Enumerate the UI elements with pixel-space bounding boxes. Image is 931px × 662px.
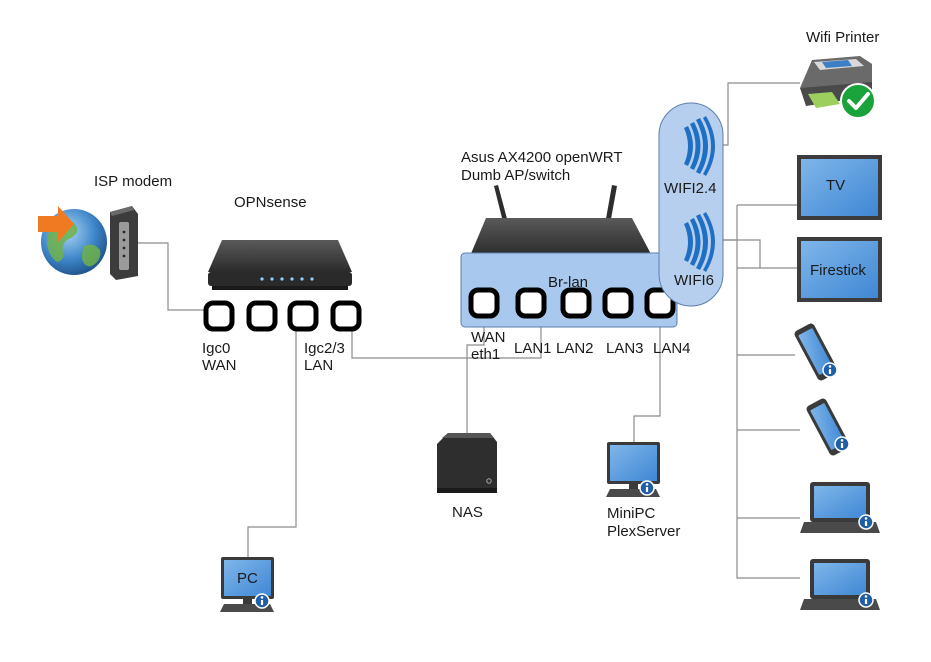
- tv-icon: [797, 237, 882, 302]
- pc-label: PC: [237, 570, 258, 587]
- asus-lan1-label: LAN1: [514, 340, 552, 357]
- asus-title-line2: Dumb AP/switch: [461, 167, 570, 184]
- firestick-label: Firestick: [810, 262, 866, 279]
- modem-icon: [110, 206, 138, 280]
- laptop-2[interactable]: [800, 559, 880, 610]
- asus-wan-label: WAN: [471, 329, 505, 346]
- asus-port-lan3[interactable]: [602, 287, 634, 319]
- printer-label: Wifi Printer: [806, 29, 879, 46]
- info-icon: [858, 514, 874, 530]
- opnsense-label: OPNsense: [234, 194, 307, 211]
- wire-wifi6-client-bus: [708, 239, 800, 579]
- opnsense-port-igc1[interactable]: [246, 300, 278, 332]
- opnsense-port-igc2[interactable]: [287, 300, 319, 332]
- desktop-icon: [606, 442, 660, 497]
- router-icon: [208, 240, 352, 290]
- tv-label: TV: [826, 177, 845, 194]
- isp-modem[interactable]: ISP modem: [38, 173, 172, 280]
- info-icon: [639, 480, 655, 496]
- firestick-device[interactable]: Firestick: [797, 237, 882, 302]
- isp-modem-label: ISP modem: [94, 173, 172, 190]
- asus-router-icon: [470, 185, 652, 256]
- asus-port-wan[interactable]: [468, 287, 500, 319]
- asus-ap-switch[interactable]: Asus AX4200 openWRT Dumb AP/switch Br-la…: [460, 149, 691, 363]
- opnsense-lan-port-name: Igc2/3: [304, 340, 345, 357]
- opnsense-wan-port-role: WAN: [202, 357, 236, 374]
- info-icon: [822, 362, 838, 378]
- pc-device[interactable]: PC: [220, 557, 274, 612]
- wifi-radios[interactable]: WIFI2.4 WIFI6: [658, 102, 724, 307]
- wifi-waves-icon: [684, 116, 715, 176]
- hard-drive-icon: [437, 433, 497, 493]
- wifi-printer[interactable]: Wifi Printer: [800, 29, 879, 119]
- wifi-band-24-label: WIFI2.4: [664, 180, 717, 197]
- nas-label: NAS: [452, 504, 483, 521]
- bridge-label: Br-lan: [548, 274, 588, 291]
- tv-icon: [797, 155, 882, 220]
- laptop-icon: [800, 482, 880, 533]
- opnsense-lan-port-role: LAN: [304, 357, 333, 374]
- wire-right-to-wifi6: [708, 239, 761, 268]
- minipc-device[interactable]: MiniPC PlexServer: [606, 442, 680, 540]
- phone-1[interactable]: [793, 322, 839, 382]
- laptop-1[interactable]: [800, 482, 880, 533]
- opnsense-wan-port-name: Igc0: [202, 340, 230, 357]
- desktop-icon: [220, 557, 274, 612]
- asus-title-line1: Asus AX4200 openWRT: [461, 149, 622, 166]
- minipc-label-line2: PlexServer: [607, 523, 680, 540]
- opnsense-port-igc0[interactable]: [203, 300, 235, 332]
- info-icon: [834, 436, 850, 452]
- nas-device[interactable]: NAS: [437, 433, 497, 521]
- minipc-label-line1: MiniPC: [607, 505, 656, 522]
- info-icon: [254, 593, 270, 609]
- phone-2[interactable]: [805, 397, 851, 457]
- opnsense-port-igc3[interactable]: [330, 300, 362, 332]
- wire-opnsense-lan-to-pc: [247, 330, 297, 558]
- opnsense-router[interactable]: OPNsense Igc0 WAN Igc2/3 LAN: [202, 194, 362, 374]
- asus-lan3-label: LAN3: [606, 340, 644, 357]
- asus-lan4-label: LAN4: [653, 340, 691, 357]
- arrow-in-icon: [38, 206, 74, 242]
- asus-port-lan1[interactable]: [515, 287, 547, 319]
- asus-port-lan4[interactable]: [644, 287, 676, 319]
- wire-opnsense-lan-to-asus-lan1: [351, 316, 542, 359]
- wire-modem-to-opnsense-wan: [138, 242, 210, 311]
- asus-wan-iface-label: eth1: [471, 346, 500, 363]
- wire-asus-lan4-to-minipc: [633, 316, 661, 442]
- tv-device[interactable]: TV: [797, 155, 882, 220]
- wifi-band-6-label: WIFI6: [674, 272, 714, 289]
- info-icon: [858, 592, 874, 608]
- wifi-waves-icon: [684, 212, 715, 272]
- checkmark-icon: [840, 83, 876, 119]
- laptop-icon: [800, 559, 880, 610]
- asus-port-lan2[interactable]: [560, 287, 592, 319]
- wire-asus-wan-to-nas: [466, 316, 485, 433]
- asus-lan2-label: LAN2: [556, 340, 594, 357]
